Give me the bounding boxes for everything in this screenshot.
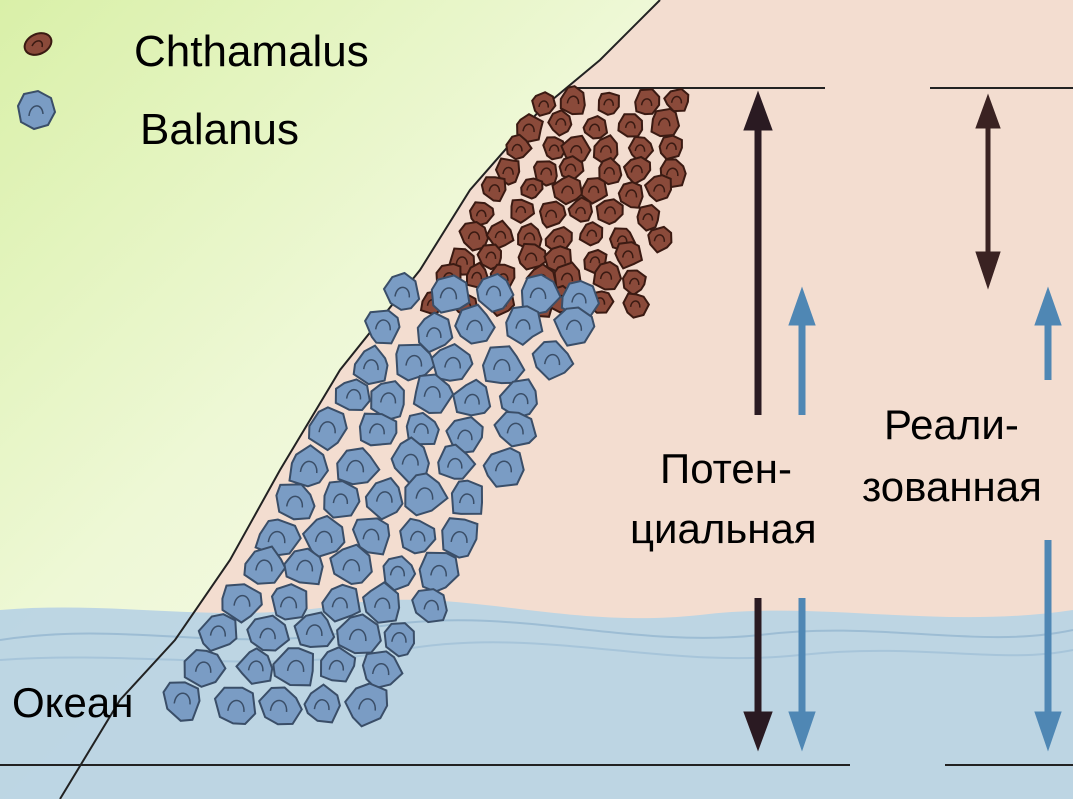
balanus-icon — [18, 91, 55, 129]
balanus-barnacle — [360, 414, 397, 446]
balanus-barnacle — [215, 688, 255, 724]
chthamalus-barnacle — [652, 109, 680, 136]
ocean-label: Океан — [12, 682, 133, 724]
chthamalus-barnacle — [618, 114, 642, 136]
realized-label-line2: зованная — [862, 466, 1042, 508]
chthamalus-barnacle — [660, 136, 682, 159]
balanus-barnacle — [432, 275, 470, 312]
chthamalus-icon — [21, 29, 55, 59]
balanus-barnacle — [452, 481, 482, 514]
chthamalus-barnacle — [599, 93, 619, 115]
balanus-barnacle — [272, 584, 307, 619]
ocean-water — [0, 600, 1073, 799]
legend-label-balanus: Balanus — [140, 108, 299, 152]
legend-label-chthamalus: Chthamalus — [134, 30, 369, 74]
realized-label-line1: Реали- — [884, 404, 1019, 446]
balanus-barnacle — [324, 481, 359, 517]
potential-label-line2: циальная — [630, 508, 817, 550]
chthamalus-barnacle — [635, 89, 659, 114]
potential-label-line1: Потен- — [660, 448, 792, 490]
